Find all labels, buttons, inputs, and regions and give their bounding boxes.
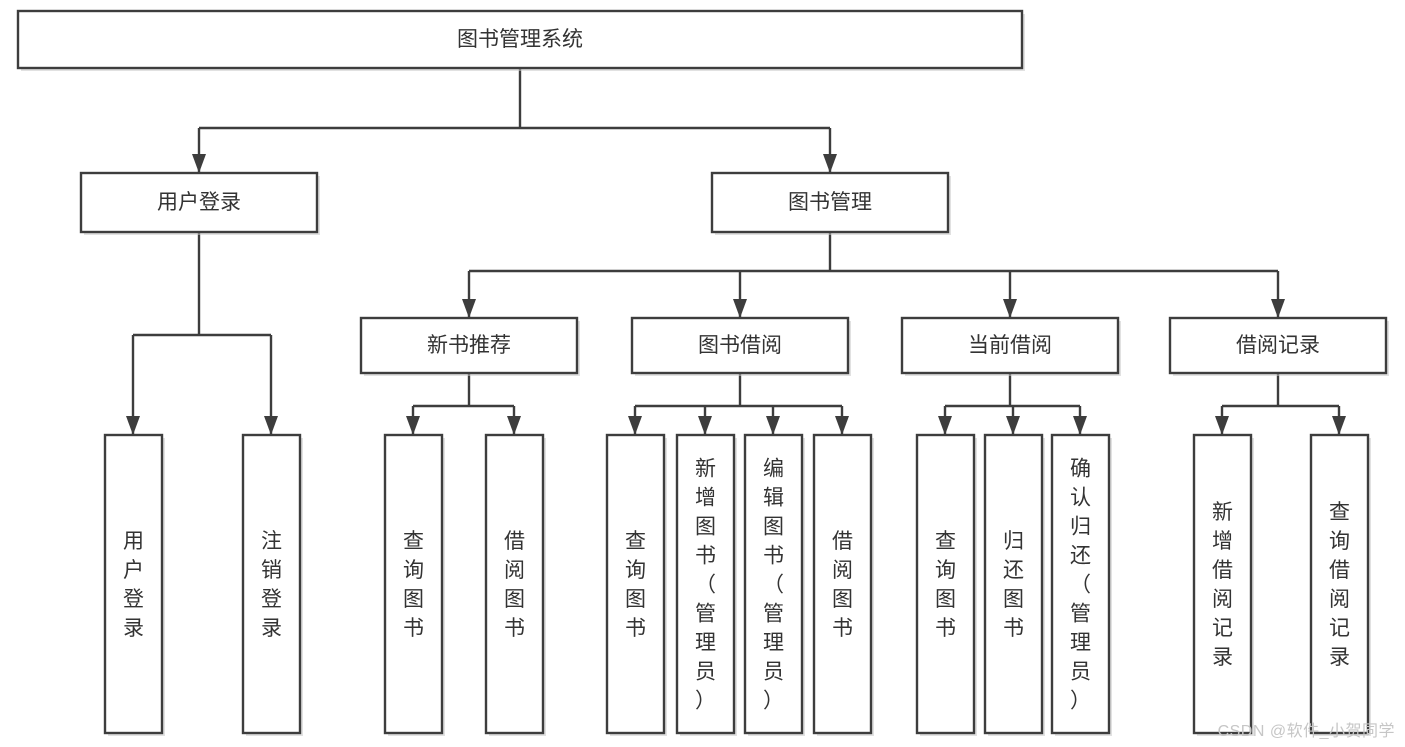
node-leaf-confirm-return-rect[interactable] <box>1050 433 1111 735</box>
watermark: CSDN @软件_小贺同学 <box>1217 723 1395 740</box>
user-login-to-leaves-arrow-1 <box>264 416 278 435</box>
node-new-book-recommend-label: 新书推荐 <box>427 334 511 357</box>
node-leaf-query-book-3[interactable]: 查询图书 <box>915 433 977 736</box>
node-leaf-confirm-return-label: 确认归还（管理员） <box>1070 458 1091 713</box>
current-borrow-to-leaves-arrow-0 <box>938 416 952 435</box>
node-leaf-borrow-book-2-label: 借阅图书 <box>832 530 853 640</box>
node-leaf-borrow-book-2-rect[interactable] <box>812 433 873 735</box>
book-borrow-to-leaves-arrow-2 <box>766 416 780 435</box>
node-leaf-add-borrow-record[interactable]: 新增借阅记录 <box>1192 433 1254 736</box>
new-book-recommend-to-leaves-arrow-0 <box>406 416 420 435</box>
node-borrow-record[interactable]: 借阅记录 <box>1168 316 1389 376</box>
node-leaf-query-book-2-label: 查询图书 <box>625 530 646 640</box>
node-leaf-query-borrow-record-label: 查询借阅记录 <box>1329 501 1350 669</box>
book-borrow-to-leaves-arrow-0 <box>628 416 642 435</box>
node-leaf-add-book-rect[interactable] <box>675 433 736 735</box>
node-leaf-borrow-book-2[interactable]: 借阅图书 <box>812 433 874 736</box>
node-leaf-query-borrow-record-rect[interactable] <box>1309 433 1370 735</box>
node-leaf-query-book-3-label: 查询图书 <box>935 530 956 640</box>
node-layer: 图书管理系统用户登录图书管理新书推荐图书借阅当前借阅借阅记录用户登录注销登录查询… <box>16 9 1389 736</box>
node-leaf-edit-book[interactable]: 编辑图书（管理员） <box>743 433 805 736</box>
node-root-label: 图书管理系统 <box>457 28 583 51</box>
node-leaf-return-book[interactable]: 归还图书 <box>983 433 1045 736</box>
node-leaf-edit-book-label: 编辑图书（管理员） <box>763 458 784 713</box>
node-leaf-query-borrow-record[interactable]: 查询借阅记录 <box>1309 433 1371 736</box>
node-leaf-query-book-1-rect[interactable] <box>383 433 444 735</box>
book-borrow-to-leaves-arrow-1 <box>698 416 712 435</box>
node-leaf-query-book-1-label: 查询图书 <box>403 530 424 640</box>
book-manage-to-level2-arrow-1 <box>733 299 747 318</box>
book-manage-to-level2-arrow-0 <box>462 299 476 318</box>
node-leaf-edit-book-rect[interactable] <box>743 433 804 735</box>
node-leaf-borrow-book-1-rect[interactable] <box>484 433 545 735</box>
book-manage-to-level2-arrow-2 <box>1003 299 1017 318</box>
node-leaf-add-book[interactable]: 新增图书（管理员） <box>675 433 737 736</box>
node-leaf-logout-login-label: 注销登录 <box>261 530 282 640</box>
node-leaf-logout-login-rect[interactable] <box>241 433 302 735</box>
node-leaf-borrow-book-1[interactable]: 借阅图书 <box>484 433 546 736</box>
node-borrow-record-rect[interactable] <box>1168 316 1388 375</box>
node-leaf-query-book-3-rect[interactable] <box>915 433 976 735</box>
node-leaf-user-login[interactable]: 用户登录 <box>103 433 165 736</box>
node-leaf-add-borrow-record-rect[interactable] <box>1192 433 1253 735</box>
node-leaf-return-book-rect[interactable] <box>983 433 1044 735</box>
node-user-login-label: 用户登录 <box>157 191 241 214</box>
node-book-borrow-rect[interactable] <box>630 316 850 375</box>
node-borrow-record-label: 借阅记录 <box>1236 334 1320 357</box>
book-borrow-to-leaves-arrow-3 <box>835 416 849 435</box>
connector-layer <box>126 68 1346 435</box>
borrow-record-to-leaves-arrow-0 <box>1215 416 1229 435</box>
node-leaf-query-book-1[interactable]: 查询图书 <box>383 433 445 736</box>
user-login-to-leaves-arrow-0 <box>126 416 140 435</box>
node-root[interactable]: 图书管理系统 <box>16 9 1025 71</box>
node-current-borrow[interactable]: 当前借阅 <box>900 316 1121 376</box>
borrow-record-to-leaves-arrow-1 <box>1332 416 1346 435</box>
node-new-book-recommend-rect[interactable] <box>359 316 579 375</box>
node-leaf-query-book-2-rect[interactable] <box>605 433 666 735</box>
node-user-login-rect[interactable] <box>79 171 319 234</box>
current-borrow-to-leaves-arrow-1 <box>1006 416 1020 435</box>
node-root-rect[interactable] <box>16 9 1024 70</box>
node-leaf-add-book-label: 新增图书（管理员） <box>695 458 716 713</box>
node-book-manage[interactable]: 图书管理 <box>710 171 951 235</box>
node-new-book-recommend[interactable]: 新书推荐 <box>359 316 580 376</box>
node-user-login[interactable]: 用户登录 <box>79 171 320 235</box>
node-leaf-logout-login[interactable]: 注销登录 <box>241 433 303 736</box>
current-borrow-to-leaves-arrow-2 <box>1073 416 1087 435</box>
node-book-borrow-label: 图书借阅 <box>698 334 782 357</box>
node-leaf-return-book-label: 归还图书 <box>1003 530 1024 640</box>
node-current-borrow-rect[interactable] <box>900 316 1120 375</box>
node-leaf-confirm-return[interactable]: 确认归还（管理员） <box>1050 433 1112 736</box>
node-book-manage-rect[interactable] <box>710 171 950 234</box>
node-leaf-borrow-book-1-label: 借阅图书 <box>504 530 525 640</box>
root-to-level1-arrow-1 <box>823 154 837 173</box>
new-book-recommend-to-leaves-arrow-1 <box>507 416 521 435</box>
node-leaf-add-borrow-record-label: 新增借阅记录 <box>1212 501 1233 669</box>
node-book-borrow[interactable]: 图书借阅 <box>630 316 851 376</box>
node-current-borrow-label: 当前借阅 <box>968 334 1052 357</box>
node-leaf-user-login-label: 用户登录 <box>123 530 144 640</box>
book-manage-to-level2-arrow-3 <box>1271 299 1285 318</box>
node-leaf-query-book-2[interactable]: 查询图书 <box>605 433 667 736</box>
root-to-level1-arrow-0 <box>192 154 206 173</box>
node-book-manage-label: 图书管理 <box>788 191 872 214</box>
node-leaf-user-login-rect[interactable] <box>103 433 164 735</box>
